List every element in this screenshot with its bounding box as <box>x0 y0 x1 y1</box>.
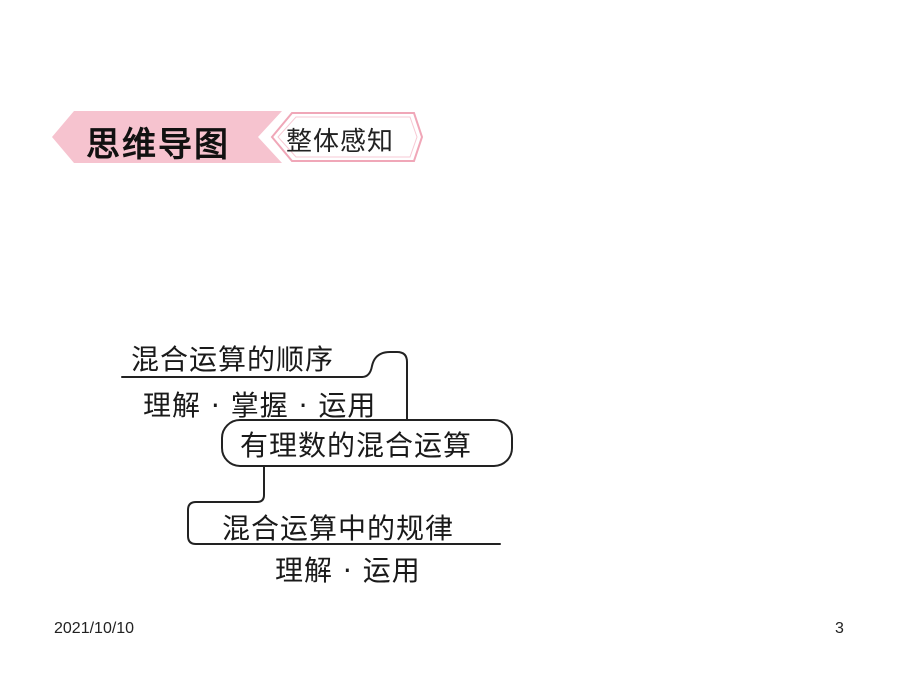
bottom-branch-note: 理解 · 运用 <box>275 554 421 587</box>
top-branch-note: 理解 · 掌握 · 运用 <box>143 389 377 422</box>
bottom-branch-connector <box>187 465 501 545</box>
title-ribbon <box>52 111 282 163</box>
subtitle-frame <box>270 112 424 162</box>
page-number: 3 <box>835 620 844 637</box>
section-title: 思维导图 <box>86 125 230 165</box>
top-branch-connector <box>361 351 408 421</box>
bottom-branch-title: 混合运算中的规律 <box>222 512 455 545</box>
center-node-border <box>221 419 513 467</box>
top-branch-title: 混合运算的顺序 <box>131 343 335 376</box>
subtitle-frame-inner <box>277 116 418 158</box>
center-node-label: 有理数的混合运算 <box>240 429 473 462</box>
section-subtitle: 整体感知 <box>286 127 395 157</box>
footer-date: 2021/10/10 <box>54 620 135 637</box>
